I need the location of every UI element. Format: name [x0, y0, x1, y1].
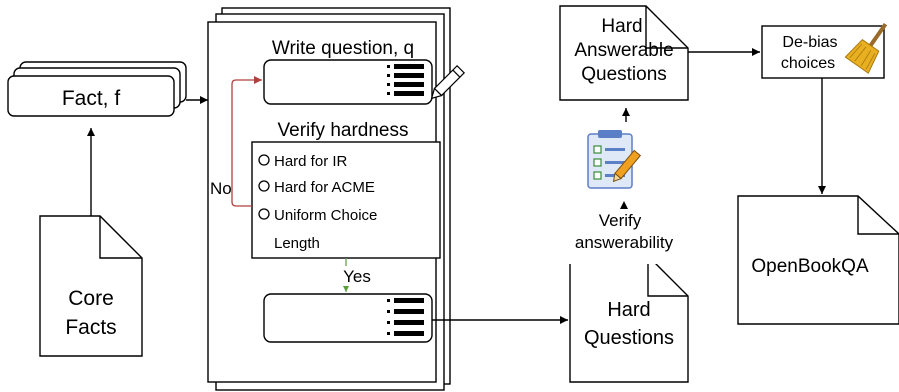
pencil-icon: [430, 64, 466, 100]
hardness-checklist-box: [251, 141, 441, 259]
hard-answerable-line3: Questions: [581, 64, 667, 85]
checklist-item-label: Length: [274, 235, 320, 252]
core-facts-document: Core Facts: [39, 215, 143, 357]
openbookqa-label: OpenBookQA: [751, 256, 869, 277]
checklist-item-3: Uniform Choice: [258, 207, 377, 224]
list-icon: [387, 298, 424, 336]
openbookqa-document: OpenBookQA: [737, 195, 899, 325]
hard-answerable-line2: Answerable: [574, 40, 673, 61]
core-facts-line2: Facts: [65, 316, 116, 339]
hard-question-box: [263, 293, 433, 343]
hard-answerable-document: Hard Answerable Questions: [559, 5, 689, 101]
verify-answerability-line2: answerability: [575, 233, 674, 252]
checklist-item-label: Hard for IR: [274, 153, 348, 170]
list-icon: [387, 64, 424, 96]
checklist-item-1: Hard for IR: [258, 153, 348, 170]
verify-answerability-bg: [562, 208, 692, 264]
no-label: No: [210, 179, 232, 198]
hard-answerable-line1: Hard: [601, 16, 642, 37]
checklist-item-2: Hard for ACME: [258, 179, 375, 196]
hard-questions-document: Hard Questions: [569, 255, 689, 383]
yes-label: Yes: [343, 267, 371, 286]
debias-line1: De-bias: [782, 34, 837, 51]
verify-answerability-line1: Verify: [599, 211, 642, 230]
checklist-item-label: Hard for ACME: [274, 179, 375, 196]
verify-hardness-title: Verify hardness: [278, 120, 409, 141]
broom-icon: [844, 23, 888, 74]
verify-up-arrowhead: [620, 201, 628, 209]
clipboard-checklist-icon: [587, 130, 642, 189]
hard-questions-line2: Questions: [584, 327, 674, 349]
checklist-item-label: Uniform Choice: [274, 207, 377, 224]
yes-label-bg: [338, 266, 378, 286]
write-question-title: Write question, q: [272, 38, 414, 59]
no-loop-arrow: [231, 76, 262, 207]
debias-line2: choices: [781, 55, 835, 72]
fact-box-stack: Fact, f: [7, 61, 187, 117]
fact-label: Fact, f: [62, 87, 121, 110]
core-facts-line1: Core: [68, 287, 114, 310]
hard-questions-line1: Hard: [607, 299, 650, 321]
